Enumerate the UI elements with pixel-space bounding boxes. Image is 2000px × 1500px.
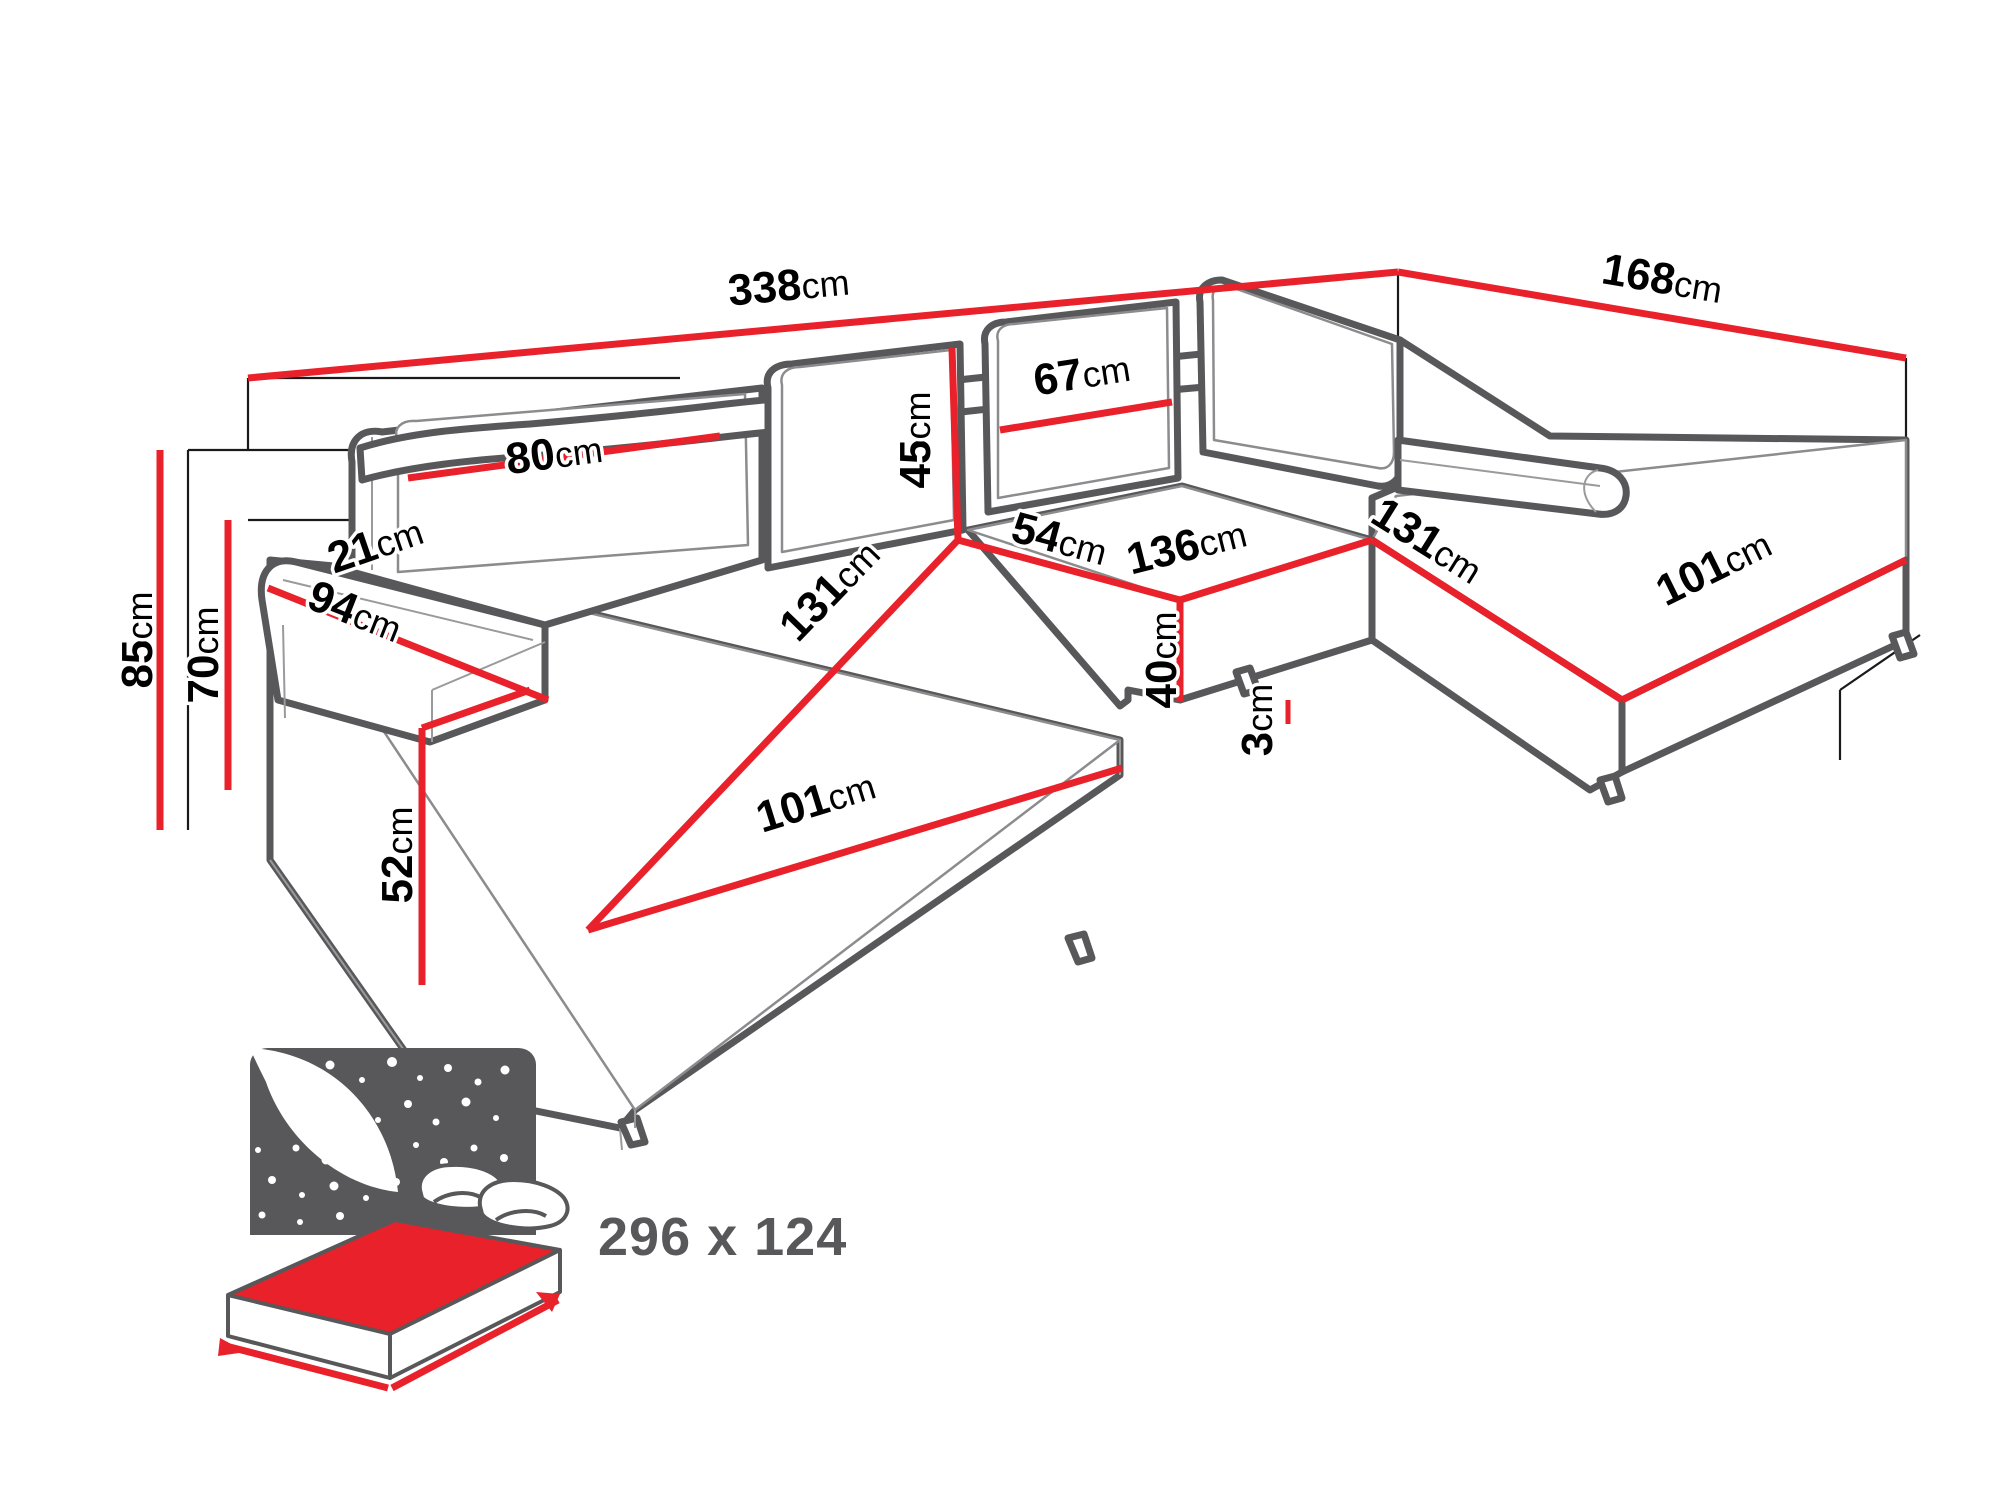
svg-text:67cm: 67cm	[1030, 342, 1133, 406]
dim-total-height-value: 85	[113, 640, 162, 689]
svg-text:85cm: 85cm	[113, 592, 162, 689]
svg-text:3cm: 3cm	[1233, 684, 1282, 756]
dim-backrest-height: 45cm	[888, 388, 944, 492]
leg-mid	[1232, 664, 1262, 698]
dim-leg-height-value: 3	[1233, 732, 1282, 756]
dim-total-width-value: 338	[726, 260, 804, 316]
left-armrest	[257, 557, 549, 746]
svg-text:80cm: 80cm	[503, 423, 606, 484]
dim-seat-height-value: 40	[1137, 660, 1186, 709]
leg-right-front	[1596, 772, 1626, 806]
sofa-illustration	[257, 276, 1918, 1151]
dim-total-height: 85cm	[110, 588, 166, 692]
dim-backrest-width-right-unit: cm	[1079, 348, 1133, 396]
svg-text:70cm: 70cm	[179, 607, 228, 704]
dim-total-depth-right-value: 168	[1598, 244, 1679, 305]
dim-chaise-height: 52cm	[370, 803, 426, 907]
leg-front-left	[617, 1114, 649, 1149]
leg-right-back	[1888, 628, 1918, 662]
dim-backrest-height-value: 45	[891, 440, 940, 489]
dim-total-height-unit: cm	[119, 592, 160, 640]
dim-backrest-width-right: 67cm	[1027, 342, 1137, 409]
pillow-front	[477, 1178, 570, 1231]
dim-leg-height-unit: cm	[1239, 684, 1280, 732]
svg-text:168cm: 168cm	[1598, 244, 1726, 313]
dim-backrest-width-left-value: 80	[503, 429, 558, 484]
dim-total-width: 338cm	[722, 256, 854, 319]
dim-back-height: 70cm	[176, 603, 232, 707]
leg-front-mid	[1064, 930, 1096, 966]
dim-leg-height: 3cm	[1230, 680, 1286, 759]
dim-back-height-unit: cm	[185, 607, 226, 655]
dimension-lines	[156, 268, 1908, 985]
dim-total-depth-right-unit: cm	[1671, 263, 1725, 311]
dim-seat-height: 40cm	[1134, 608, 1190, 712]
sleep-mattress-icon	[218, 1048, 570, 1392]
dim-backrest-width-right-value: 67	[1030, 349, 1086, 405]
right-armrest-roll	[1394, 436, 1630, 518]
back-cushion-corner-inner	[1211, 284, 1396, 470]
svg-text:52cm: 52cm	[373, 807, 422, 904]
dim-chaise-height-value: 52	[373, 855, 422, 904]
dim-backrest-height-unit: cm	[897, 392, 938, 440]
back-cushion-67-inner	[996, 306, 1171, 500]
svg-text:40cm: 40cm	[1137, 612, 1186, 709]
mattress-top-surface	[228, 1220, 560, 1334]
mattress-right-face	[388, 1248, 562, 1380]
sleeping-area-size: 296 x 124	[598, 1207, 847, 1267]
svg-text:45cm: 45cm	[891, 392, 940, 489]
dim-total-depth-right: 168cm	[1595, 241, 1729, 315]
dim-back-height-value: 70	[179, 655, 228, 704]
dim-total-width-unit: cm	[800, 262, 852, 307]
dim-chaise-height-unit: cm	[379, 807, 420, 855]
dim-backrest-width-left: 80cm	[499, 423, 608, 487]
svg-text:338cm: 338cm	[726, 256, 851, 316]
dim-seat-height-unit: cm	[1143, 612, 1184, 660]
dim-backrest-width-left-unit: cm	[552, 429, 605, 476]
mattress-measure-arrows	[218, 1292, 560, 1392]
